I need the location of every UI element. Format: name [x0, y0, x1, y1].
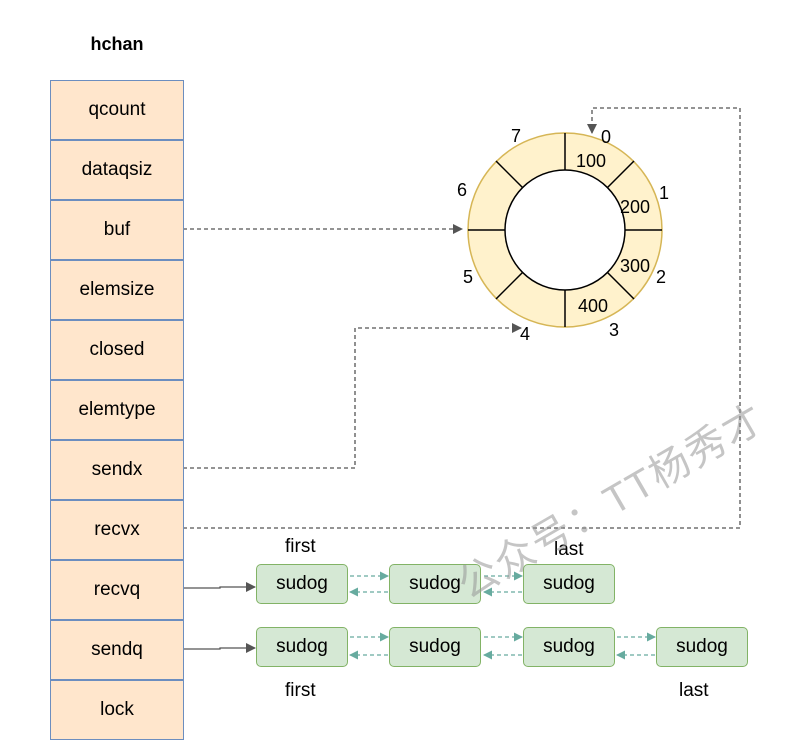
slot-number-6: 6: [457, 180, 468, 200]
field-buf: buf: [50, 200, 184, 260]
slot-number-3: 3: [609, 320, 620, 340]
slot-number-4: 4: [520, 324, 531, 344]
sendq-first-label: first: [285, 680, 316, 701]
slot-number-5: 5: [463, 267, 474, 287]
slot-number-2: 2: [656, 267, 667, 287]
ring-buffer: [467, 132, 663, 328]
recvq-last-label: last: [554, 539, 584, 560]
field-recvx: recvx: [50, 500, 184, 560]
field-dataqsiz: dataqsiz: [50, 140, 184, 200]
field-qcount: qcount: [50, 80, 184, 140]
sendq-sudog-node: sudog: [523, 627, 615, 667]
recvx-pointer-arrow: [183, 107, 741, 529]
field-closed: closed: [50, 320, 184, 380]
ring-divider: [495, 160, 524, 189]
ring-value-slot-2: 300: [620, 256, 651, 276]
sendq-links: [349, 632, 656, 660]
field-sendq: sendq: [50, 620, 184, 680]
ring-value-slot-1: 200: [620, 197, 651, 217]
ring-divider: [606, 271, 635, 300]
recvq-links: [349, 571, 523, 597]
sendq-last-label: last: [679, 680, 709, 701]
slot-number-7: 7: [511, 126, 522, 146]
ring-value-slot-0: 100: [576, 151, 607, 171]
recvq-sudog-node: sudog: [523, 564, 615, 604]
ring-divider: [495, 271, 524, 300]
ring-divider: [606, 160, 635, 189]
field-lock: lock: [50, 680, 184, 740]
field-elemtype: elemtype: [50, 380, 184, 440]
recvq-first-label: first: [285, 536, 316, 557]
recvq-sudog-node: sudog: [256, 564, 348, 604]
field-sendx: sendx: [50, 440, 184, 500]
sendq-sudog-node: sudog: [656, 627, 748, 667]
slot-number-1: 1: [659, 183, 670, 203]
sendq-head-arrow: [183, 643, 256, 653]
slot-number-0: 0: [601, 127, 612, 147]
sendq-sudog-node: sudog: [256, 627, 348, 667]
field-elemsize: elemsize: [50, 260, 184, 320]
sendq-sudog-node: sudog: [389, 627, 481, 667]
ring-value-slot-3: 400: [578, 296, 609, 316]
field-recvq: recvq: [50, 560, 184, 620]
sendx-pointer-arrow: [183, 323, 522, 469]
recvq-head-arrow: [183, 582, 256, 592]
recvq-sudog-node: sudog: [389, 564, 481, 604]
struct-title: hchan: [90, 34, 144, 54]
